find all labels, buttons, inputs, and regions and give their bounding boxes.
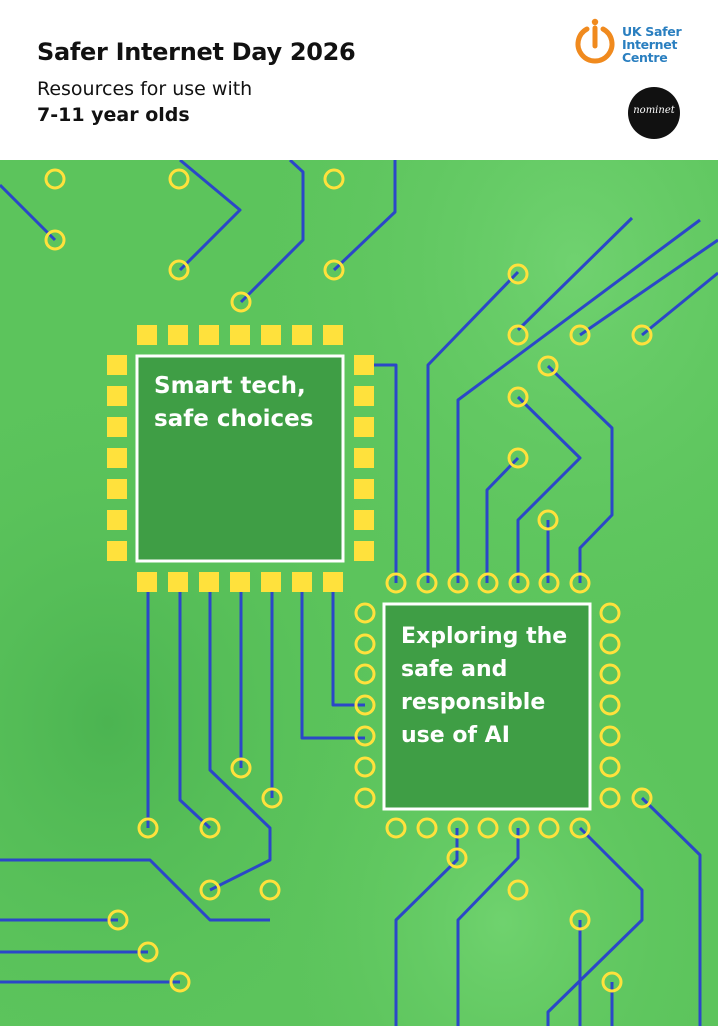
header: Safer Internet Day 2026 Resources for us… [0, 0, 718, 160]
chip1-pins [107, 325, 374, 592]
circuit-traces [0, 160, 718, 1026]
nominet-wordmark: nominet [633, 105, 675, 116]
power-button-icon [575, 18, 615, 64]
chip2-body [382, 602, 592, 811]
chip2-label: Exploring the safe and responsible use o… [401, 624, 568, 748]
uk-safer-internet-centre-logo: UK Safer Internet Centre [572, 16, 712, 70]
uksic-wordmark: UK Safer Internet Centre [622, 24, 682, 65]
chip1-body [135, 354, 345, 563]
circuit-board-artwork: Smart tech, safe choices Exploring the s… [0, 160, 718, 1026]
circuit-board-svg [0, 160, 718, 1026]
audience-label: 7-11 year olds [37, 104, 190, 126]
nominet-logo: nominet [628, 87, 680, 139]
page-subtitle: Resources for use with [37, 78, 253, 100]
circuit-nodes [44, 168, 653, 993]
chip1-label: Smart tech, safe choices [154, 373, 314, 432]
page-title: Safer Internet Day 2026 [37, 38, 356, 66]
